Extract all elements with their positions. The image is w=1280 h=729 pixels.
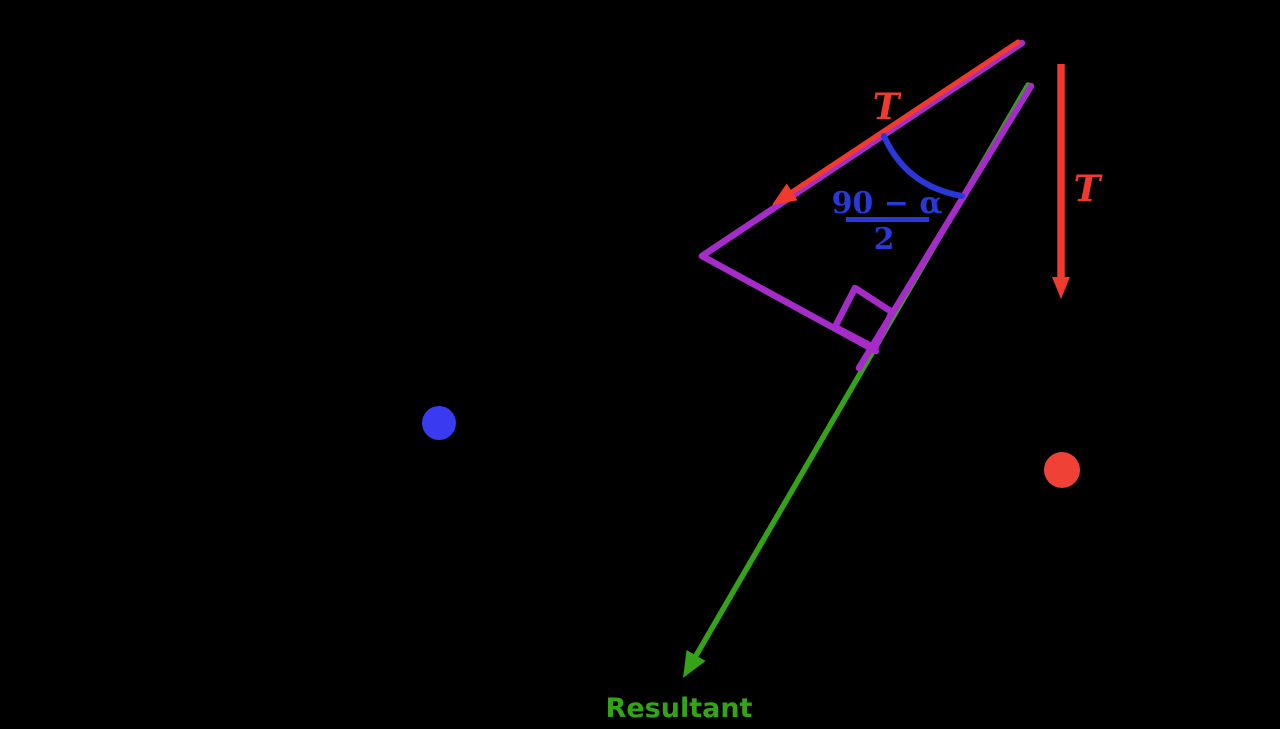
vertical-tension-arrowhead-icon: [1052, 277, 1070, 299]
vertical-tension-label: T: [1074, 168, 1103, 210]
resultant-label: Resultant: [606, 693, 753, 724]
triangle-top-edge: [698, 39, 1026, 260]
rope-tension-arrowhead-icon: [772, 183, 798, 205]
red-point: [1044, 452, 1080, 488]
tension-triangle: [698, 39, 1035, 372]
angle-fraction: 90 − α 2: [832, 186, 943, 257]
rope-tension-vector: [772, 39, 1021, 205]
angle-fraction-numerator: 90 − α: [832, 186, 943, 221]
angle-fraction-denominator: 2: [874, 222, 895, 257]
resultant-arrowhead-icon: [683, 649, 706, 678]
blue-point: [422, 406, 456, 440]
angle-arc: [881, 133, 965, 199]
vertical-tension-vector: [1052, 64, 1070, 299]
rope-tension-line: [783, 39, 1021, 199]
right-angle-marker: [831, 284, 896, 352]
fraction-bar: [846, 217, 929, 222]
rope-tension-label: T: [873, 86, 902, 128]
